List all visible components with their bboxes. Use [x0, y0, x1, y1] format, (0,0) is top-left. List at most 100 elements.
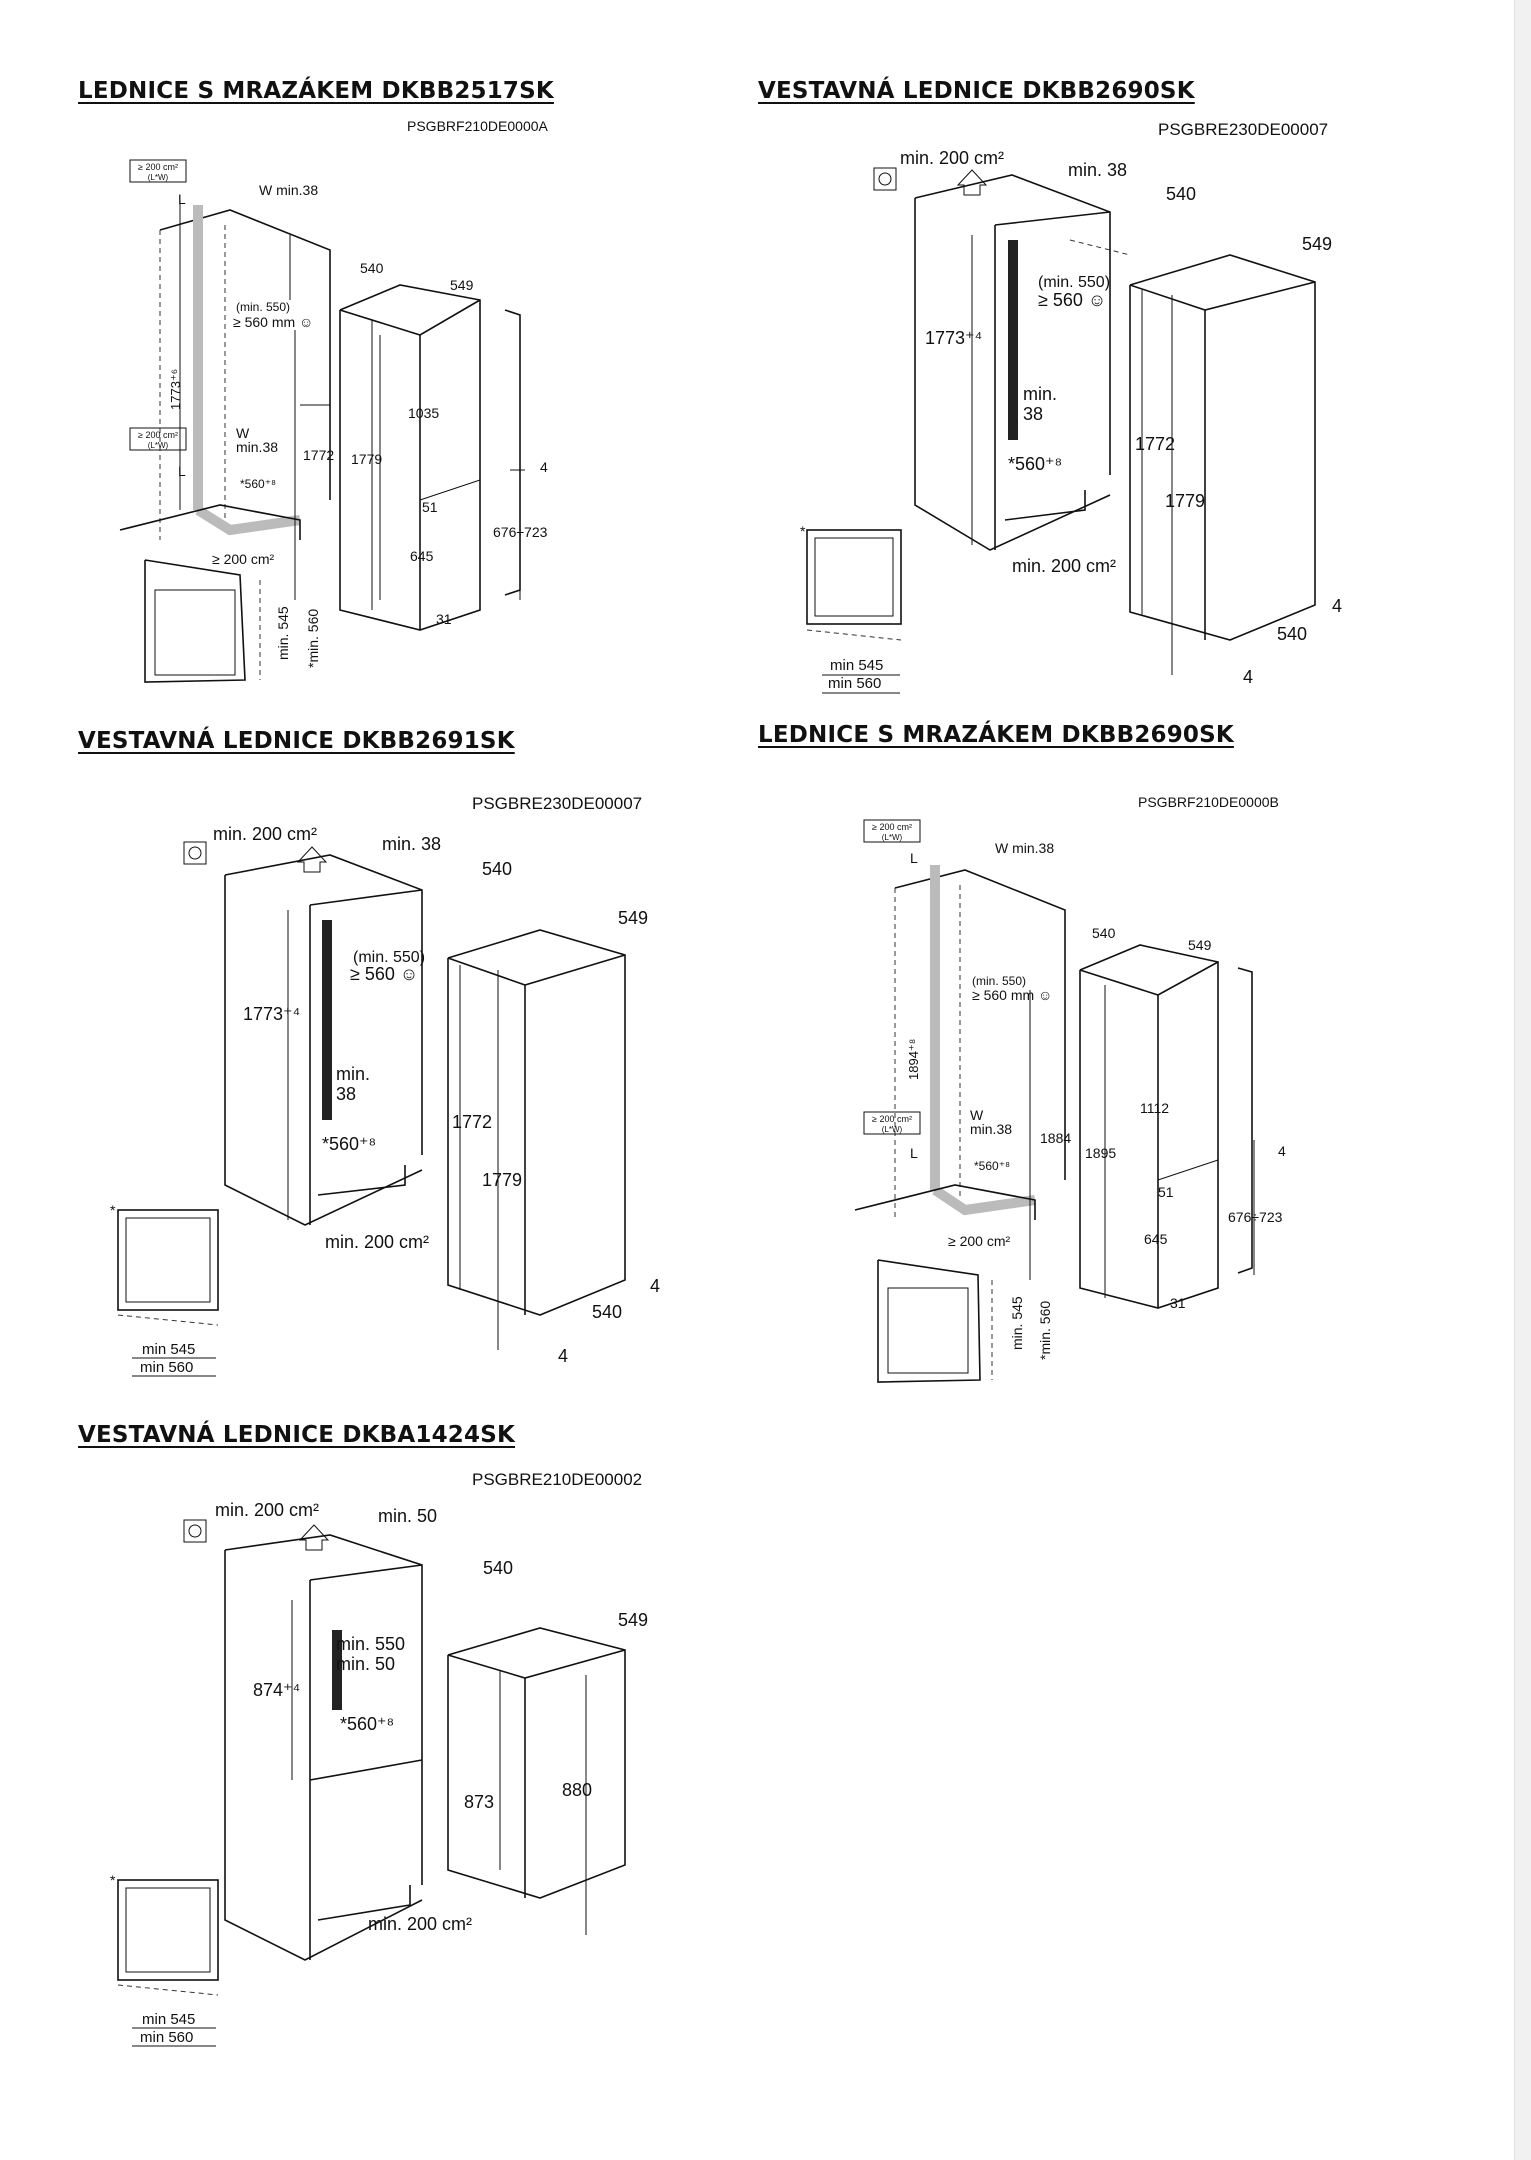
svg-text:549: 549 — [1302, 234, 1332, 254]
svg-text:*min. 560: *min. 560 — [1037, 1301, 1053, 1360]
svg-text:4: 4 — [650, 1276, 660, 1296]
svg-text:540: 540 — [592, 1302, 622, 1322]
installation-diagram: min. 200 cm² min. 38 540 549 (min. 550) … — [110, 824, 660, 1377]
svg-text:540: 540 — [1277, 624, 1307, 644]
svg-text:38: 38 — [336, 1084, 356, 1104]
svg-text:min 560: min 560 — [828, 675, 881, 692]
svg-text:L: L — [910, 850, 918, 866]
svg-text:≥ 560 ☺: ≥ 560 ☺ — [350, 964, 418, 984]
svg-text:min. 200 cm²: min. 200 cm² — [900, 148, 1004, 168]
svg-text:≥ 200 cm²: ≥ 200 cm² — [138, 430, 178, 440]
svg-text:4: 4 — [1332, 596, 1342, 616]
section-dkbb2517sk: LEDNICE S MRAZÁKEM DKBB2517SK PSGBRF210D… — [0, 0, 760, 700]
scrollbar[interactable] — [1514, 0, 1531, 2160]
svg-text:min. 200 cm²: min. 200 cm² — [215, 1500, 319, 1520]
section-title: VESTAVNÁ LEDNICE DKBA1424SK — [78, 1422, 515, 1448]
svg-text:(min. 550): (min. 550) — [236, 300, 290, 314]
svg-text:1773⁺⁶: 1773⁺⁶ — [168, 369, 183, 410]
svg-text:1895: 1895 — [1085, 1145, 1116, 1161]
drawing-code: PSGBRE210DE00002 — [472, 1470, 643, 1489]
svg-text:1112: 1112 — [1140, 1100, 1169, 1116]
svg-text:1772: 1772 — [1135, 434, 1175, 454]
svg-text:4: 4 — [558, 1346, 568, 1366]
svg-text:≥ 200 cm²: ≥ 200 cm² — [948, 1233, 1010, 1249]
svg-text:W: W — [970, 1107, 984, 1123]
svg-text:≥ 560 ☺: ≥ 560 ☺ — [1038, 290, 1106, 310]
svg-text:645: 645 — [1144, 1231, 1168, 1247]
svg-text:1779: 1779 — [1165, 491, 1205, 511]
svg-text:1894⁺⁸: 1894⁺⁸ — [906, 1039, 921, 1080]
svg-text:*: * — [800, 523, 806, 539]
installation-diagram: min. 200 cm² min. 50 540 549 min. 550 mi… — [110, 1500, 648, 2047]
svg-text:L: L — [910, 1145, 918, 1161]
svg-text:*min. 560: *min. 560 — [305, 609, 321, 668]
svg-text:min. 545: min. 545 — [275, 606, 291, 660]
svg-text:4: 4 — [1243, 667, 1253, 687]
section-dkbb2690sk-freezer: LEDNICE S MRAZÁKEM DKBB2690SK PSGBRF210D… — [740, 700, 1515, 1400]
svg-text:≥ 200 cm²: ≥ 200 cm² — [872, 1114, 912, 1124]
svg-text:676÷723: 676÷723 — [1228, 1209, 1283, 1225]
svg-text:540: 540 — [1166, 184, 1196, 204]
svg-text:min.38: min.38 — [970, 1121, 1012, 1137]
svg-text:min. 200 cm²: min. 200 cm² — [213, 824, 317, 844]
svg-text:645: 645 — [410, 548, 434, 564]
section-dkba1424sk: VESTAVNÁ LEDNICE DKBA1424SK PSGBRE210DE0… — [0, 1400, 760, 2100]
svg-text:549: 549 — [1188, 937, 1212, 953]
svg-text:1772: 1772 — [452, 1112, 492, 1132]
svg-text:min. 50: min. 50 — [336, 1654, 395, 1674]
svg-text:549: 549 — [618, 1610, 648, 1630]
svg-text:min. 200 cm²: min. 200 cm² — [1012, 556, 1116, 576]
svg-text:1035: 1035 — [408, 405, 439, 421]
drawing-code: PSGBRE230DE00007 — [1158, 120, 1329, 139]
section-title: LEDNICE S MRAZÁKEM DKBB2517SK — [78, 78, 554, 104]
svg-text:1773⁺⁴: 1773⁺⁴ — [243, 1004, 300, 1024]
svg-text:540: 540 — [1092, 925, 1116, 941]
svg-text:549: 549 — [618, 908, 648, 928]
svg-text:≥ 560 mm ☺: ≥ 560 mm ☺ — [972, 987, 1052, 1003]
svg-text:min. 200 cm²: min. 200 cm² — [368, 1914, 472, 1934]
svg-text:540: 540 — [482, 859, 512, 879]
svg-text:min. 550: min. 550 — [336, 1634, 405, 1654]
svg-text:38: 38 — [1023, 404, 1043, 424]
section-title: VESTAVNÁ LEDNICE DKBB2690SK — [758, 78, 1195, 104]
drawing-code: PSGBRF210DE0000A — [407, 118, 548, 134]
drawing-code: PSGBRE230DE00007 — [472, 794, 643, 813]
svg-text:31: 31 — [436, 611, 452, 627]
svg-text:873: 873 — [464, 1792, 494, 1812]
svg-text:min. 38: min. 38 — [382, 834, 441, 854]
svg-text:min. 50: min. 50 — [378, 1506, 437, 1526]
svg-text:1772: 1772 — [303, 447, 334, 463]
svg-text:min. 38: min. 38 — [1068, 160, 1127, 180]
svg-text:min 545: min 545 — [142, 2011, 195, 2028]
svg-text:4: 4 — [540, 459, 548, 475]
section-title: LEDNICE S MRAZÁKEM DKBB2690SK — [758, 722, 1234, 748]
svg-text:51: 51 — [1158, 1184, 1174, 1200]
svg-text:min 560: min 560 — [140, 1359, 193, 1376]
svg-text:min 545: min 545 — [830, 657, 883, 674]
installation-diagram: min. 200 cm² min. 38 540 549 (min. 550) … — [800, 148, 1342, 694]
svg-text:≥ 200 cm²: ≥ 200 cm² — [872, 822, 912, 832]
svg-text:min.: min. — [1023, 384, 1057, 404]
svg-text:*560⁺⁸: *560⁺⁸ — [1008, 454, 1062, 474]
svg-text:W min.38: W min.38 — [995, 840, 1054, 856]
svg-text:(L*W): (L*W) — [882, 833, 903, 842]
svg-text:min.: min. — [336, 1064, 370, 1084]
svg-text:(L*W): (L*W) — [148, 441, 169, 450]
svg-text:min.38: min.38 — [236, 439, 278, 455]
svg-text:*560⁺⁸: *560⁺⁸ — [340, 1714, 394, 1734]
svg-text:min. 545: min. 545 — [1009, 1296, 1025, 1350]
svg-text:min. 200 cm²: min. 200 cm² — [325, 1232, 429, 1252]
svg-text:≥ 560 mm ☺: ≥ 560 mm ☺ — [233, 314, 313, 330]
section-title: VESTAVNÁ LEDNICE DKBB2691SK — [78, 728, 515, 754]
svg-text:(L*W): (L*W) — [882, 1125, 903, 1134]
svg-text:(L*W): (L*W) — [148, 173, 169, 182]
installation-diagram: ≥ 200 cm² (L*W) W min.38 L 540 549 (min.… — [119, 159, 548, 683]
vent-top-label: ≥ 200 cm² — [138, 162, 178, 172]
section-dkbb2690sk: VESTAVNÁ LEDNICE DKBB2690SK PSGBRE230DE0… — [740, 0, 1515, 700]
w-top-label: W min.38 — [259, 182, 318, 198]
svg-text:*: * — [110, 1202, 116, 1218]
svg-text:1773⁺⁴: 1773⁺⁴ — [925, 328, 982, 348]
svg-text:(min. 550): (min. 550) — [972, 974, 1026, 988]
svg-text:1779: 1779 — [482, 1170, 522, 1190]
svg-text:*560⁺⁸: *560⁺⁸ — [974, 1159, 1010, 1173]
